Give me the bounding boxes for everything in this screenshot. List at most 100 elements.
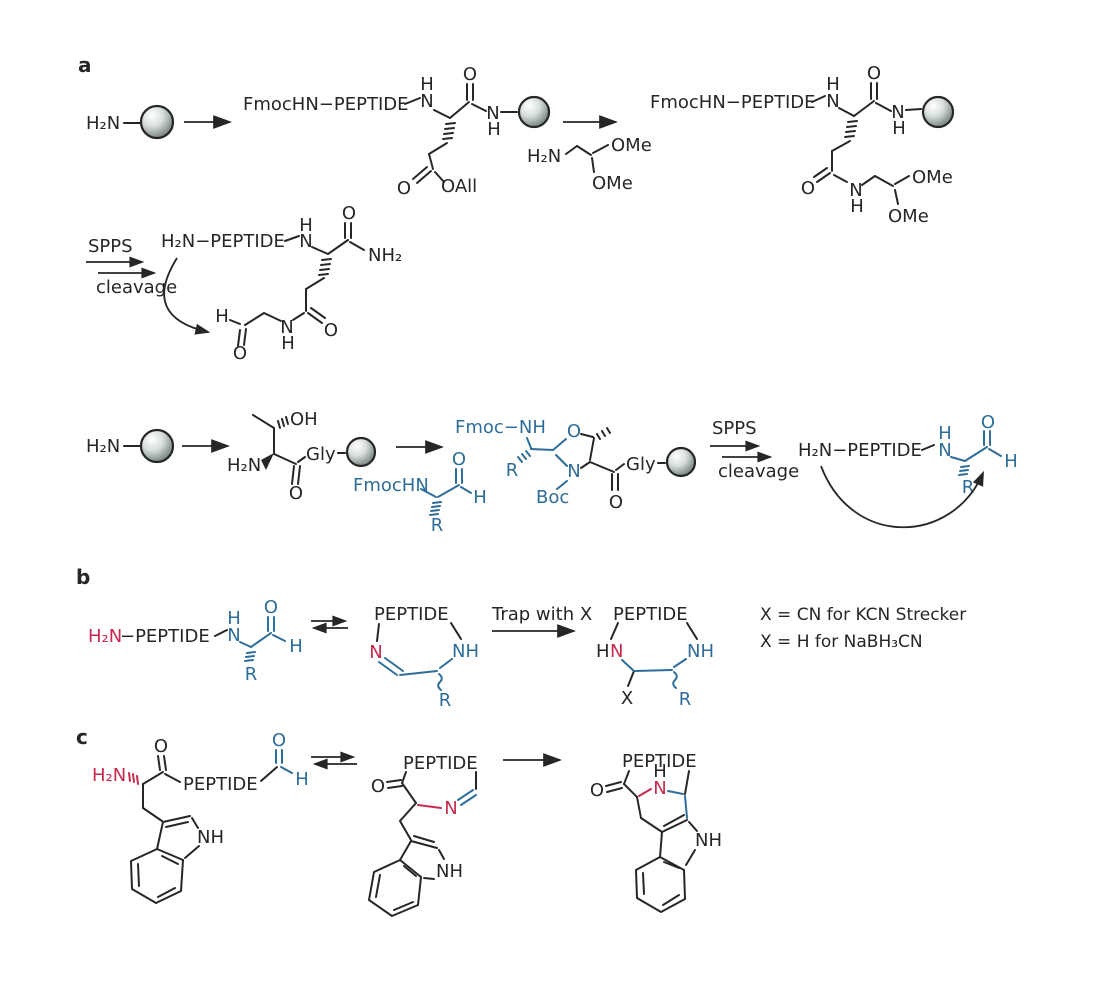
nh-label: NH <box>436 861 463 882</box>
a-amino-resin: H₂N <box>86 104 175 140</box>
bond <box>853 100 875 117</box>
hash <box>517 456 523 463</box>
atom-x: X <box>621 688 633 709</box>
bond <box>250 632 272 648</box>
double-bond <box>375 874 381 898</box>
double-bond <box>416 170 432 184</box>
hash <box>442 137 453 140</box>
atom-h: H <box>215 306 229 327</box>
bond <box>684 770 690 795</box>
bond <box>621 659 635 672</box>
h2n-label: H₂N <box>92 765 126 786</box>
h2n-label: H₂N <box>86 436 120 457</box>
hash <box>430 509 440 512</box>
double-bond <box>386 779 402 783</box>
double-bond <box>157 887 176 898</box>
x-h-note: X = H for NaBH₃CN <box>760 632 923 652</box>
double-bond <box>384 657 404 672</box>
a-threonine-gly-resin: OH H₂N O Gly <box>227 409 377 504</box>
c-trp-peptide-aldehyde: H₂N O PEPTIDE O H NH <box>92 730 309 904</box>
bond <box>305 277 325 290</box>
a-glu-acetal-resin: FmocHN−PEPTIDE H N O N H O <box>650 63 955 227</box>
bond <box>297 456 306 463</box>
atom-n: N <box>891 102 904 123</box>
bond <box>191 817 199 829</box>
resin-bead <box>665 446 697 478</box>
bond <box>399 840 412 861</box>
fmochn-label: FmocHN <box>353 475 429 496</box>
a-fmoc-aldehyde-reagent: FmocHN R O H <box>353 449 487 536</box>
double-bond <box>297 465 301 485</box>
nh-label: NH <box>452 641 479 662</box>
bond <box>184 845 200 859</box>
atom-o: O <box>272 730 286 751</box>
h2n-label: H₂N <box>86 113 120 134</box>
bond <box>327 239 349 255</box>
bond <box>811 95 826 103</box>
cleavage-label: cleavage <box>96 277 177 298</box>
fmoc-nh-label: Fmoc−NH <box>455 417 546 438</box>
resin-bead <box>139 428 175 464</box>
bond <box>142 807 163 822</box>
bond <box>580 461 591 469</box>
hash <box>606 427 611 434</box>
panel-c: c H₂N O PEPTIDE O H <box>76 725 722 917</box>
double-bond <box>606 787 623 793</box>
trap-with-x-label: Trap with X <box>491 604 592 625</box>
double-bond <box>378 661 398 676</box>
resin-bead <box>139 104 175 140</box>
atom-h: H <box>289 636 303 657</box>
ome-label: OMe <box>912 167 953 188</box>
bond <box>610 622 619 640</box>
bond <box>471 103 487 112</box>
bond <box>894 189 899 205</box>
double-bond <box>403 865 417 877</box>
gly-label: Gly <box>626 454 656 475</box>
equilibrium-arrow <box>311 615 348 634</box>
hash <box>319 268 330 271</box>
bond <box>437 484 460 498</box>
bond <box>638 788 652 797</box>
atom-n: N <box>299 231 312 252</box>
spps-label: SPPS <box>712 418 757 439</box>
atom-h: H <box>487 119 501 140</box>
double-bond <box>237 329 241 347</box>
atom-h: H <box>826 74 840 95</box>
a-spps-cleavage-2: SPPS cleavage <box>710 418 799 482</box>
spps-label: SPPS <box>88 236 133 257</box>
bond <box>399 670 438 676</box>
bond <box>273 453 297 465</box>
atom-o: O <box>801 178 815 199</box>
atom-o: O <box>567 421 581 442</box>
bond <box>838 107 855 117</box>
double-bond <box>161 855 179 865</box>
bond <box>905 108 922 111</box>
double-bond <box>813 167 828 178</box>
atom-o: O <box>609 492 623 513</box>
atom-r: R <box>679 689 692 710</box>
hash <box>320 263 331 266</box>
hash <box>132 773 135 783</box>
bond <box>623 770 630 785</box>
bond <box>688 821 698 832</box>
bond <box>450 622 462 640</box>
atom-r: R <box>439 690 452 711</box>
bond <box>460 486 472 494</box>
bond <box>833 174 848 183</box>
c-pictet-spengler-product: PEPTIDE O H N NH <box>590 751 722 913</box>
atom-n: N <box>567 461 580 482</box>
resin-bead <box>921 95 955 129</box>
bond <box>565 145 578 155</box>
double-bond <box>663 861 680 869</box>
panel-b: b H₂N −PEPTIDE H N R O H PEPTI <box>76 565 966 711</box>
bond <box>580 433 594 438</box>
panel-a: a H₂N FmocHN−PEPTIDE H N O N H <box>78 53 1018 536</box>
bond <box>433 109 451 119</box>
bond <box>401 782 417 804</box>
hash <box>431 505 441 508</box>
atom-h: H <box>420 74 434 95</box>
atom-o: O <box>324 320 338 341</box>
bond <box>292 312 305 321</box>
hash <box>959 469 969 472</box>
a-peptide-aldehyde-cyclization: H₂N−PEPTIDE H N O NH₂ O N H <box>161 203 402 364</box>
